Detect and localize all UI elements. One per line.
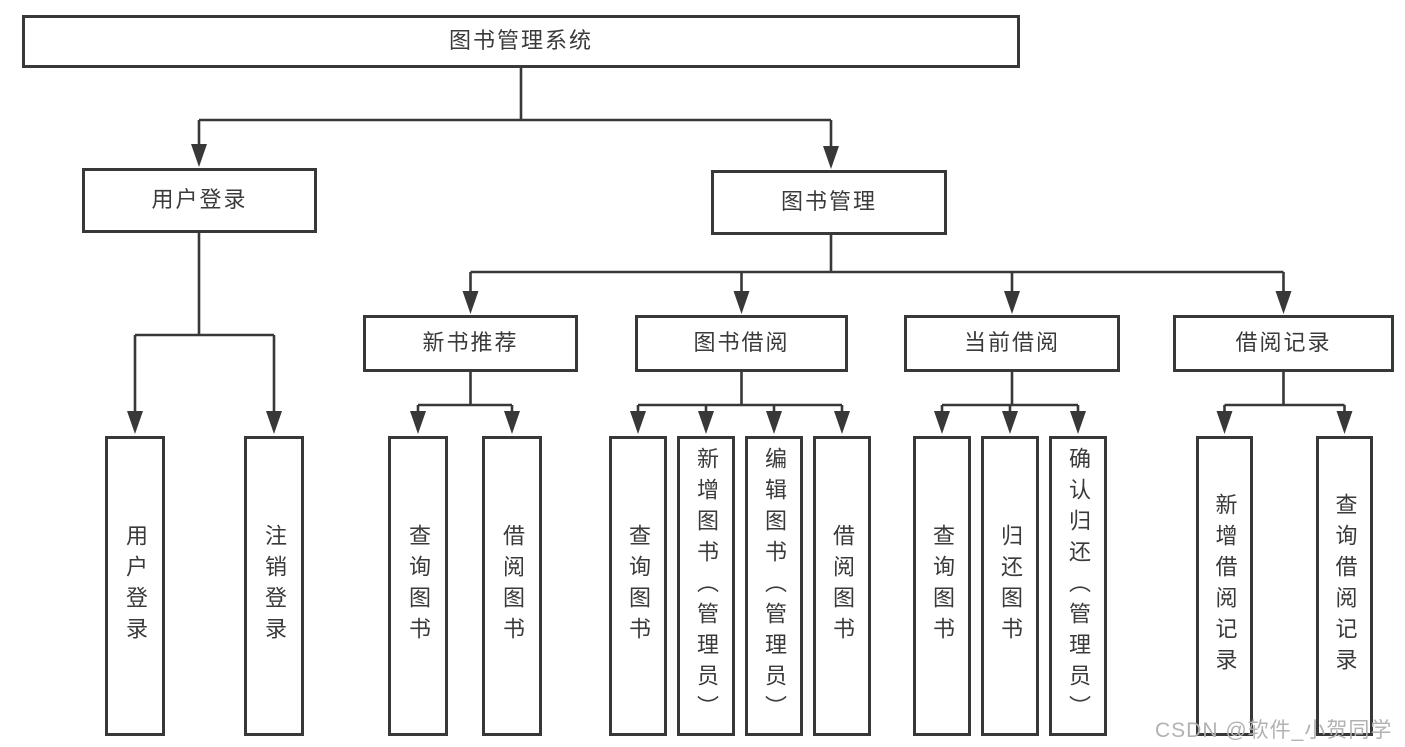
connector-borrowrecords-to-leaves [1223, 372, 1346, 414]
leaf-newrec-query-books: 查询图书 [388, 436, 448, 736]
connector-newbookrec-to-leaves [416, 372, 514, 414]
connector-userlogin-to-leaves [133, 233, 276, 414]
connector-currentborrow-to-leaves [940, 372, 1080, 414]
arrowheads-bookborrow-leaves [630, 411, 850, 434]
arrowheads-newbookrec-leaves [410, 411, 520, 434]
arrowheads-userlogin-leaves [127, 411, 282, 434]
arrowheads-level3 [462, 291, 1292, 314]
csdn-watermark: CSDN @软件_小贺同学 [1155, 719, 1393, 742]
node-book-management: 图书管理 [711, 170, 947, 235]
leaf-user-login: 用户登录 [105, 436, 165, 736]
leaf-borrow-add-books-admin: 新增图书（管理员） [677, 436, 735, 736]
node-book-borrowing: 图书借阅 [635, 315, 848, 372]
node-user-login: 用户登录 [82, 168, 317, 233]
node-new-book-recommend: 新书推荐 [363, 315, 578, 372]
connector-bookmgmt-to-level3 [469, 235, 1285, 294]
leaf-records-query-record: 查询借阅记录 [1316, 436, 1373, 736]
leaf-borrow-edit-books-admin: 编辑图书（管理员） [745, 436, 803, 736]
leaf-current-query-books: 查询图书 [913, 436, 971, 736]
leaf-current-confirm-return-admin: 确认归还（管理员） [1049, 436, 1107, 736]
arrowheads-level2 [191, 144, 839, 169]
leaf-records-add-record: 新增借阅记录 [1196, 436, 1253, 736]
connector-bookborrow-to-leaves [636, 372, 844, 414]
leaf-borrow-query-books: 查询图书 [609, 436, 667, 736]
node-current-borrowing: 当前借阅 [904, 315, 1120, 372]
node-borrowing-records: 借阅记录 [1173, 315, 1394, 372]
leaf-newrec-borrow-books: 借阅图书 [482, 436, 542, 736]
leaf-borrow-borrow-books: 借阅图书 [813, 436, 871, 736]
leaf-logout: 注销登录 [244, 436, 304, 736]
connector-root-to-level2 [197, 68, 833, 149]
node-root: 图书管理系统 [22, 15, 1020, 68]
leaf-current-return-books: 归还图书 [981, 436, 1039, 736]
arrowheads-borrowrecords-leaves [1216, 411, 1353, 434]
arrowheads-currentborrow-leaves [934, 411, 1086, 434]
